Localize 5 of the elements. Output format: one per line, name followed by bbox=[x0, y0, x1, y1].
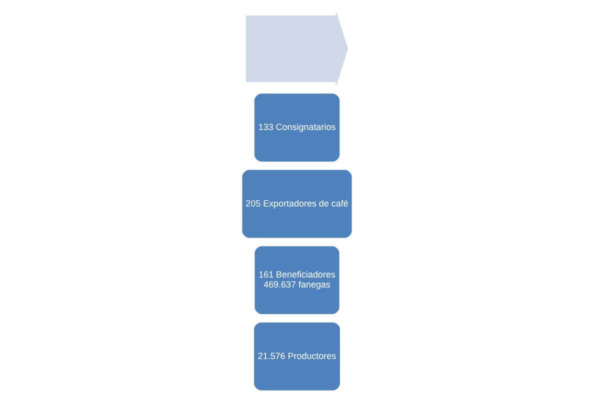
node-box: 161 Beneficiadores 469.637 fanegas bbox=[252, 244, 340, 316]
node-box: 21.576 Productores bbox=[252, 321, 341, 392]
node-box: 205 Exportadores de café bbox=[240, 168, 353, 240]
node-box: 133 Consignatarios bbox=[252, 92, 340, 163]
node-arrow bbox=[246, 12, 348, 86]
